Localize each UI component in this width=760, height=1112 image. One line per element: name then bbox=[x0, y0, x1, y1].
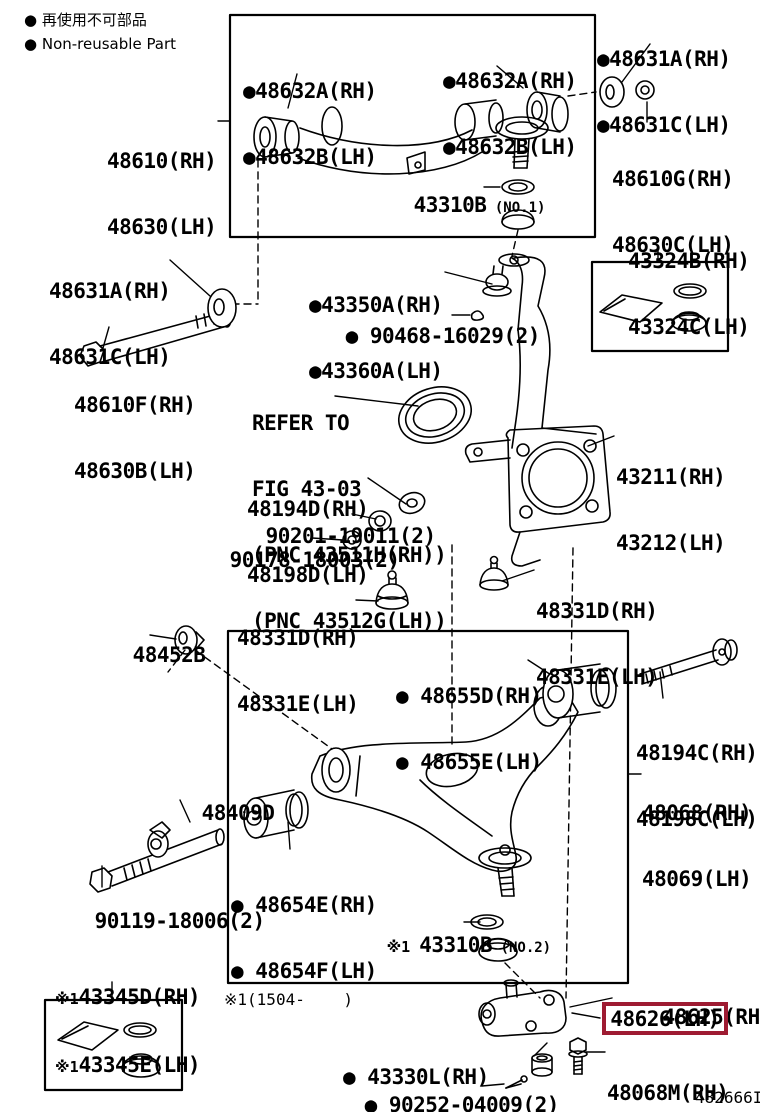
joint-43350-drawing bbox=[470, 265, 512, 321]
leader-lines bbox=[101, 43, 664, 1087]
part-label-43310b-no2[interactable]: ※1 43310B (NO.2) bbox=[386, 933, 552, 957]
kit-43324-contents-drawing bbox=[599, 283, 707, 332]
part-label-43350[interactable]: ●43350A(RH) ●43360A(LH) bbox=[309, 293, 443, 383]
part-label-90201[interactable]: 90201-19011(2) bbox=[265, 524, 437, 548]
part-label-48068[interactable]: 48068(RH) 48069(LH) bbox=[642, 801, 752, 891]
grommet-48452b-drawing bbox=[174, 625, 205, 655]
lower-control-arm-drawing bbox=[310, 685, 579, 962]
part-label-48610[interactable]: 48610(RH) 48630(LH) bbox=[107, 149, 217, 239]
upper-arm-group-box bbox=[228, 13, 597, 239]
part-label-48452b[interactable]: 48452B bbox=[132, 643, 206, 667]
bushing-48654-drawing bbox=[243, 789, 309, 839]
part-label-48331-right[interactable]: 48331D(RH) 48331E(LH) bbox=[536, 599, 658, 689]
kit-box-43324 bbox=[590, 260, 730, 353]
bolt-48068m-drawing bbox=[568, 1037, 588, 1075]
part-label-43310b-no1[interactable]: 43310B (NO.1) bbox=[413, 193, 546, 217]
part-label-43345[interactable]: ※143345D(RH) ※143345E(LH) bbox=[55, 985, 201, 1077]
seal-ring-drawing bbox=[398, 386, 472, 444]
highlighted-part-box-48626[interactable]: 48626(LH) bbox=[602, 1002, 728, 1035]
bolt-48610f-drawing bbox=[79, 288, 237, 367]
part-label-48610g[interactable]: 48610G(RH) 48630C(LH) bbox=[612, 167, 734, 257]
cover-48331-left-drawing bbox=[375, 570, 409, 610]
kit-box-43345 bbox=[43, 998, 184, 1092]
group-boxes bbox=[43, 13, 730, 1092]
bolt-48194c-drawing bbox=[639, 638, 738, 685]
part-label-48655[interactable]: ● 48655D(RH) ● 48655E(LH) bbox=[396, 684, 542, 774]
applicability-note-1504: ※1(1504- ) bbox=[224, 990, 353, 1009]
steering-knuckle-drawing bbox=[464, 253, 611, 567]
part-label-90252[interactable]: ● 90252-04009(2) bbox=[364, 1093, 560, 1112]
ball-joint-housing-48625-drawing bbox=[478, 979, 567, 1037]
part-label-48409d[interactable]: 48409D bbox=[201, 801, 275, 825]
part-label-48331-left[interactable]: 48331D(RH) 48331E(LH) bbox=[237, 626, 359, 716]
washers-48194d-drawing bbox=[342, 491, 426, 550]
assembly-dashed-lines bbox=[167, 91, 597, 999]
part-label-90178[interactable]: 90178-18003(2) bbox=[229, 548, 401, 572]
legend-non-reusable-jp: ● 再使用不可部品 bbox=[24, 11, 147, 29]
part-label-48626: 48626(LH) bbox=[610, 1006, 720, 1031]
part-label-48068m[interactable]: 48068M(RH) 48069H(LH) bbox=[607, 1081, 729, 1105]
part-label-43324[interactable]: 43324B(RH) 43324C(LH) bbox=[628, 249, 750, 339]
part-label-48625[interactable]: 48625(RH) bbox=[662, 1005, 760, 1029]
upper-control-arm-drawing bbox=[253, 91, 569, 230]
bolt-48409d-drawing bbox=[89, 821, 225, 893]
lower-arm-group-box bbox=[226, 629, 630, 985]
part-label-48194d[interactable]: 48194D(RH) 48198D(LH) bbox=[247, 497, 369, 587]
part-label-43211[interactable]: 43211(RH) 43212(LH) bbox=[616, 465, 726, 555]
cover-48331-right-drawing bbox=[479, 555, 509, 591]
part-label-43330[interactable]: ● 43330L(RH) ● 43340B(LH) bbox=[343, 1065, 489, 1089]
part-label-48631-left[interactable]: 48631A(RH) 48631C(LH) bbox=[49, 279, 171, 369]
part-label-48610f[interactable]: 48610F(RH) 48630B(LH) bbox=[74, 393, 196, 483]
part-label-48654[interactable]: ● 48654E(RH) ● 48654F(LH) bbox=[231, 893, 377, 983]
part-label-48194c[interactable]: 48194C(RH) 48198C(LH) bbox=[636, 741, 758, 831]
legend-non-reusable-en: ● Non-reusable Part bbox=[24, 35, 177, 53]
kit-43345-contents-drawing bbox=[57, 1021, 161, 1078]
part-label-48632-inner[interactable]: ●48632A(RH) ●48632B(LH) bbox=[243, 79, 377, 169]
bushing-48655-drawing bbox=[542, 663, 617, 719]
part-label-90468[interactable]: ● 90468-16029(2) bbox=[345, 324, 541, 348]
part-label-90119[interactable]: 90119-18006(2) bbox=[94, 909, 266, 933]
refer-to-fig-note: REFER TO FIG 43-03 (PNC 43511H(RH)) (PNC… bbox=[252, 411, 447, 633]
cotter-pin-90252-drawing bbox=[505, 1075, 528, 1089]
diagram-code: 482666I bbox=[695, 1088, 760, 1107]
part-label-48631-top[interactable]: ●48631A(RH) ●48631C(LH) bbox=[597, 47, 731, 137]
part-label-48632-outer[interactable]: ●48632A(RH) ●48632B(LH) bbox=[443, 69, 577, 159]
retainer-43330-drawing bbox=[531, 1053, 553, 1077]
washer-nut-top-right-drawing bbox=[599, 76, 655, 108]
